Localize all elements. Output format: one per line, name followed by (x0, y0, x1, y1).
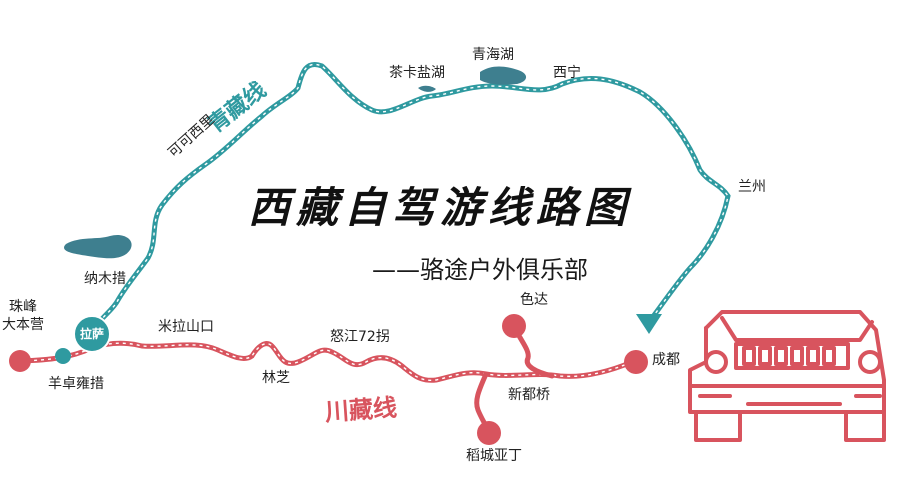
qinghai-route-dashes (91, 63, 729, 336)
label-seda: 色达 (520, 292, 548, 308)
lhasa-dot (73, 315, 111, 353)
label-lanzhou: 兰州 (738, 179, 766, 195)
label-qinghai-lake: 青海湖 (472, 47, 514, 63)
label-chengdu: 成都 (652, 352, 680, 368)
label-daocheng: 稻城亚丁 (466, 448, 522, 464)
sichuan-route-name: 川藏线 (324, 393, 398, 427)
lake-icon (64, 234, 132, 259)
label-xining: 西宁 (553, 65, 581, 81)
chengdu-dot (624, 350, 648, 374)
daocheng-dot (477, 421, 501, 445)
label-nyingchi: 林芝 (262, 370, 290, 386)
label-xinduqiao: 新都桥 (508, 387, 550, 403)
arrow-head-icon (636, 314, 662, 334)
label-yamdrok: 羊卓雍措 (48, 376, 104, 392)
map-subtitle: ——骆途户外俱乐部 (372, 256, 588, 284)
seda-branch (511, 323, 555, 379)
label-namtso: 纳木措 (84, 271, 126, 287)
map-title: 西藏自驾游线路图 (248, 183, 633, 232)
label-nujiang: 怒江72拐 (330, 329, 390, 345)
label-mila: 米拉山口 (158, 319, 214, 335)
lake-icon (418, 85, 436, 92)
label-everest: 珠峰 大本营 (2, 299, 44, 334)
everest-dot (9, 350, 31, 372)
jeep-icon (688, 310, 886, 442)
label-chaka: 茶卡盐湖 (389, 65, 445, 81)
lake-icon (480, 66, 527, 85)
label-lhasa: 拉萨 (79, 327, 104, 341)
yamdrok-dot (55, 348, 71, 364)
seda-dot (502, 314, 526, 338)
